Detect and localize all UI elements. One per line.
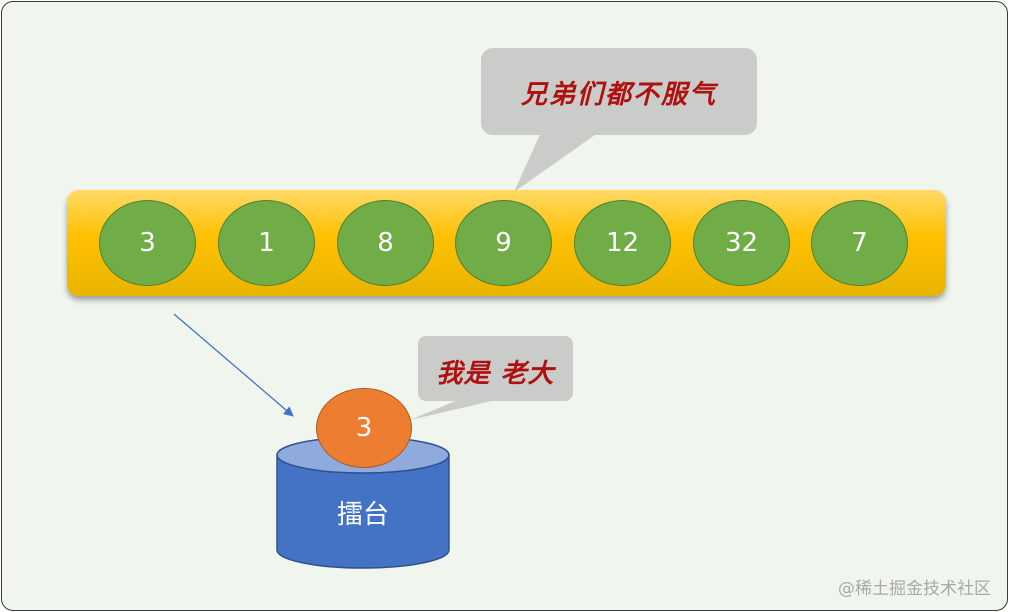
array-node: 3 [99, 200, 196, 286]
top-bubble-text: 兄弟们都不服气 [520, 80, 717, 110]
array-node: 8 [337, 200, 434, 286]
top-speech-bubble: 兄弟们都不服气 [481, 48, 757, 135]
bottom-bubble-text: 我是 老大 [436, 359, 555, 389]
stage-label: 擂台 [336, 500, 389, 530]
bottom-speech-bubble: 我是 老大 [418, 336, 573, 401]
array-node: 1 [218, 200, 315, 286]
array-node: 12 [574, 200, 671, 286]
arrow [173, 313, 294, 417]
stage-cylinder-body [276, 454, 450, 569]
array-node: 7 [811, 200, 908, 286]
champion-node: 3 [316, 388, 412, 468]
array-node: 32 [693, 200, 790, 286]
array-node: 9 [455, 200, 552, 286]
watermark: @稀土掘金技术社区 [838, 579, 991, 599]
